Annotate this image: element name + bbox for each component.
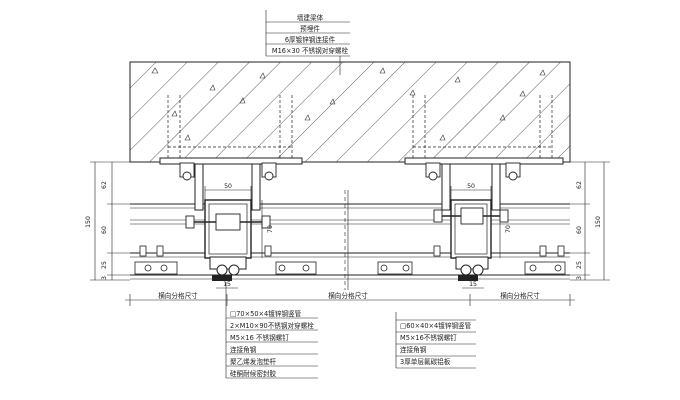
right-bracket-assembly [377, 162, 566, 281]
bottom-right-callout: □60×40×4镀锌钢竖管 M5×16不锈钢螺钉 连接角钢 3厚单层氟碳铝板 [395, 312, 476, 369]
callout-text: 3厚单层氟碳铝板 [400, 357, 451, 366]
dim-label: 25 [101, 261, 108, 269]
dim-label: 60 [101, 226, 108, 234]
dim-label: 15 [469, 281, 477, 288]
embed-anchors [167, 95, 553, 160]
embed-plate-left [159, 157, 303, 165]
callout-text: 连接角钢 [400, 345, 427, 354]
callout-text: 6厚镀锌钢连接件 [285, 35, 336, 44]
dim-label: 150 [595, 216, 602, 228]
dim-label: 70 [267, 225, 274, 233]
left-dimensions: 62 60 25 3 150 [85, 161, 130, 281]
left-bracket-assembly [134, 162, 317, 281]
span-label: 横向分格尺寸 [158, 291, 198, 300]
callout-text: M16×30 不锈钢对穿螺栓 [272, 46, 349, 55]
beam-outline [129, 61, 571, 163]
dim-label: 3 [101, 276, 108, 280]
dim-label: 25 [576, 261, 583, 269]
bracket-dimensions: 50 50 70 70 15 15 [204, 183, 512, 289]
aggregate-marks [151, 67, 546, 141]
callout-text: 预埋件 [300, 24, 320, 33]
dim-label: 15 [223, 281, 231, 288]
dim-label: 70 [505, 225, 512, 233]
bottom-left-callout: □70×50×4镀锌钢竖管 2×M10×90不锈钢对穿螺栓 M5×16 不锈钢螺… [225, 282, 318, 379]
dim-label: 60 [576, 226, 583, 234]
dim-label: 62 [576, 181, 583, 189]
callout-text: 2×M10×90不锈钢对穿螺栓 [230, 321, 314, 330]
embed-plate-right [404, 157, 564, 165]
callout-text: □60×40×4镀锌钢竖管 [400, 321, 472, 330]
dim-label: 50 [224, 183, 232, 190]
dim-label: 150 [85, 216, 92, 228]
callout-text: 硅酮耐候密封胶 [230, 369, 277, 378]
top-callout: 墙建梁体 预埋件 6厚镀锌钢连接件 M16×30 不锈钢对穿螺栓 [265, 10, 350, 75]
callout-text: 连接角钢 [230, 345, 257, 354]
callout-text: □70×50×4镀锌钢竖管 [230, 309, 302, 318]
callout-text: M5×16 不锈钢螺钉 [230, 333, 289, 342]
dim-label: 50 [467, 183, 475, 190]
span-dimension-row: 横向分格尺寸 横向分格尺寸 横向分格尺寸 [125, 291, 575, 306]
span-label: 横向分格尺寸 [500, 291, 540, 300]
concrete-beam [129, 61, 571, 165]
anchor-bolt-icon [179, 162, 277, 181]
callout-text: M5×16不锈钢螺钉 [400, 333, 457, 342]
span-label: 横向分格尺寸 [328, 291, 368, 300]
dim-label: 3 [576, 276, 583, 280]
right-dimensions: 62 60 25 3 150 [570, 161, 610, 281]
anchor-bolt-icon [425, 162, 521, 181]
callout-text: 聚乙烯发泡垫杆 [230, 357, 277, 366]
callout-text: 墙建梁体 [297, 13, 324, 22]
dim-label: 62 [101, 181, 108, 189]
